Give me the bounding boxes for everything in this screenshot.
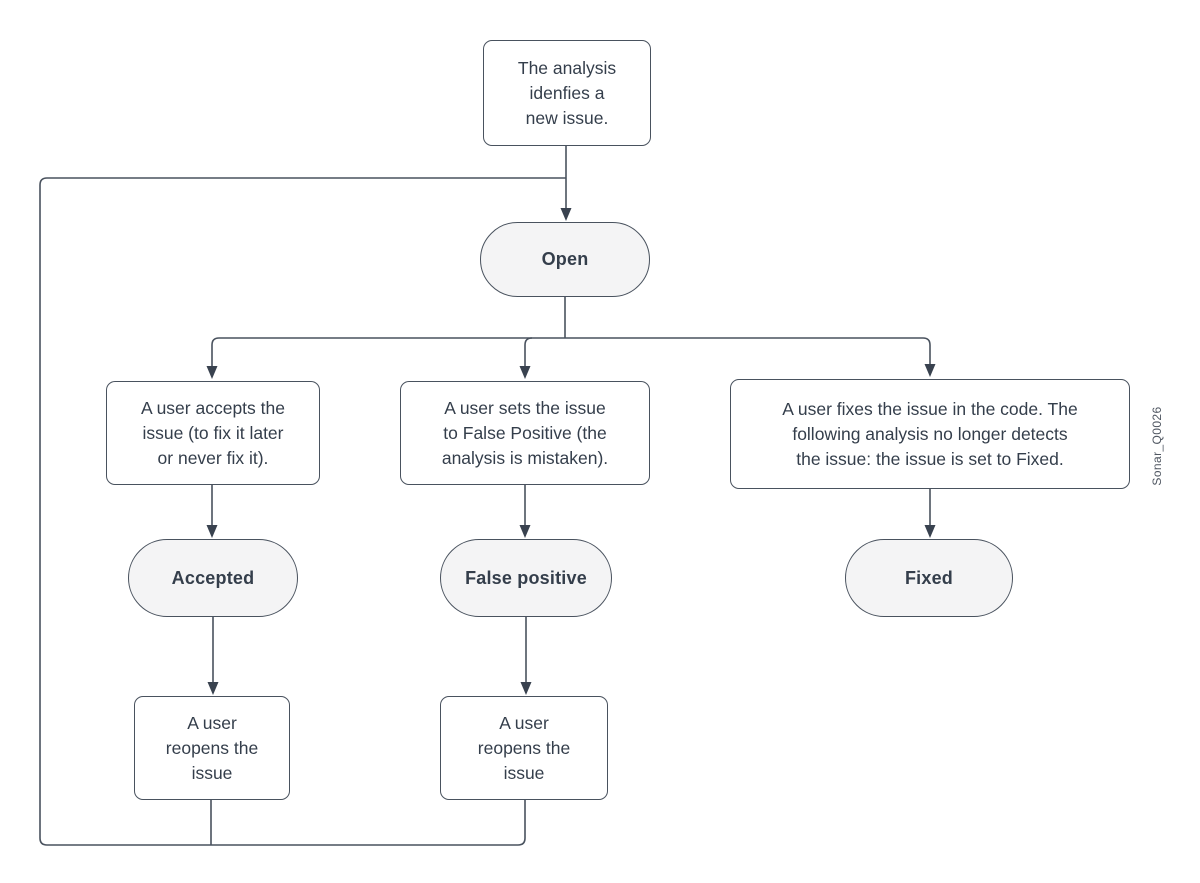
- node-fixed-action: A user fixes the issue in the code. The …: [730, 379, 1130, 489]
- edge-reopen-loopback: [39, 177, 566, 846]
- watermark-label: Sonar_Q0026: [1150, 406, 1164, 486]
- node-state-open: Open: [480, 222, 650, 297]
- node-state-false-positive: False positive: [440, 539, 612, 617]
- arrowhead-fp-action: [519, 366, 531, 379]
- arrowhead-false-positive: [519, 525, 531, 538]
- arrowhead-open: [560, 208, 572, 221]
- node-state-fixed: Fixed: [845, 539, 1013, 617]
- arrowhead-fixed: [924, 525, 936, 538]
- arrowhead-accept-action: [206, 366, 218, 379]
- arrowhead-reopen-left: [207, 682, 219, 695]
- edge-branch-to-fp-action: [524, 337, 533, 367]
- node-state-accepted: Accepted: [128, 539, 298, 617]
- node-accept-action: A user accepts the issue (to fix it late…: [106, 381, 320, 485]
- node-reopen-accepted: A user reopens the issue: [134, 696, 290, 800]
- node-analysis-event: The analysis idenfies a new issue.: [483, 40, 651, 146]
- edge-branch-rail: [211, 337, 931, 346]
- node-false-positive-action: A user sets the issue to False Positive …: [400, 381, 650, 485]
- arrowhead-fixed-action: [924, 364, 936, 377]
- arrowhead-accepted: [206, 525, 218, 538]
- node-reopen-false-positive: A user reopens the issue: [440, 696, 608, 800]
- arrowhead-reopen-mid: [520, 682, 532, 695]
